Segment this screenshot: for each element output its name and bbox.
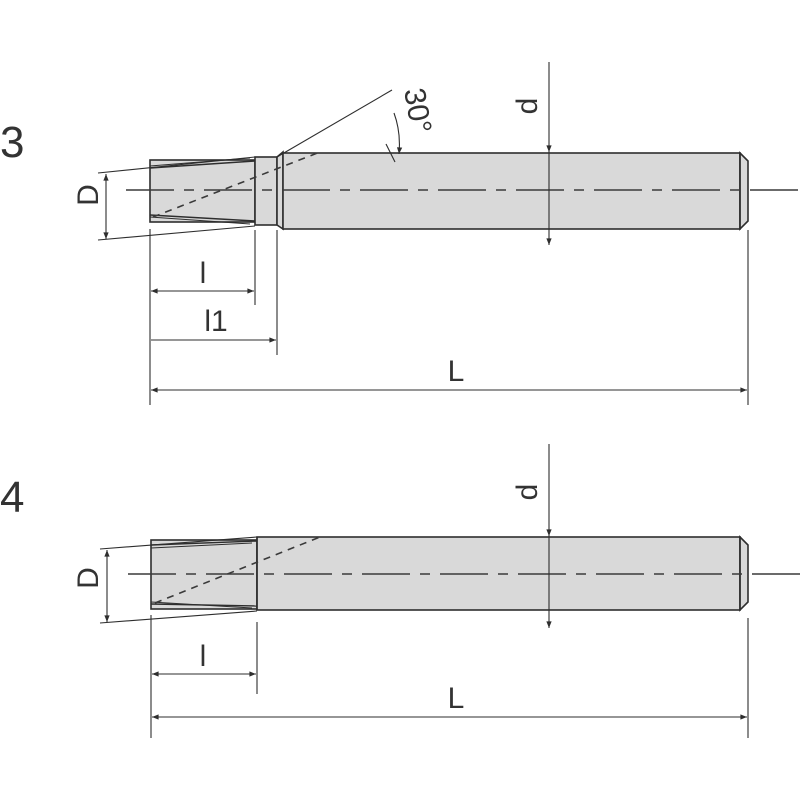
drawing-3-label-L: L bbox=[448, 355, 465, 388]
drawing-3-shank bbox=[282, 152, 741, 230]
drawing-3-label-l1: l1 bbox=[204, 305, 227, 338]
drawing-4-label-L: L bbox=[448, 682, 465, 715]
drawing-3-hidden-line bbox=[152, 151, 321, 218]
drawing-3-neck bbox=[254, 156, 278, 226]
drawing-4-hidden-line bbox=[154, 536, 321, 604]
drawing-4-number: 4 bbox=[0, 473, 24, 522]
drawing-3: 3 D bbox=[0, 62, 800, 405]
drawing-3-dim-L: L bbox=[151, 355, 747, 393]
drawing-4-dim-d: d bbox=[511, 444, 552, 628]
drawing-4: 4 D bbox=[0, 444, 800, 738]
drawing-3-chamfer bbox=[739, 151, 749, 231]
drawing-3-number: 3 bbox=[0, 118, 24, 167]
drawing-4-label-d: d bbox=[511, 484, 544, 501]
drawing-4-dim-L: L bbox=[152, 682, 747, 720]
drawing-3-label-D: D bbox=[72, 184, 105, 206]
drawing-3-dim-l: l bbox=[151, 257, 254, 294]
drawing-4-dim-D: D bbox=[72, 536, 258, 624]
drawing-3-dim-angle: 30° bbox=[276, 85, 437, 163]
drawing-4-dim-l: l bbox=[152, 640, 256, 677]
drawing-3-dim-l1: l1 bbox=[151, 305, 277, 343]
drawing-4-label-D: D bbox=[72, 567, 105, 589]
drawing-3-label-l: l bbox=[200, 257, 207, 290]
drawing-3-dim-d: d bbox=[511, 62, 552, 245]
drawing-3-tool-body bbox=[149, 150, 749, 231]
drawing-4-label-l: l bbox=[200, 640, 207, 673]
drawing-3-label-angle: 30° bbox=[397, 85, 437, 135]
drawing-3-dim-D: D bbox=[72, 156, 256, 241]
drawing-3-label-d: d bbox=[511, 98, 544, 115]
